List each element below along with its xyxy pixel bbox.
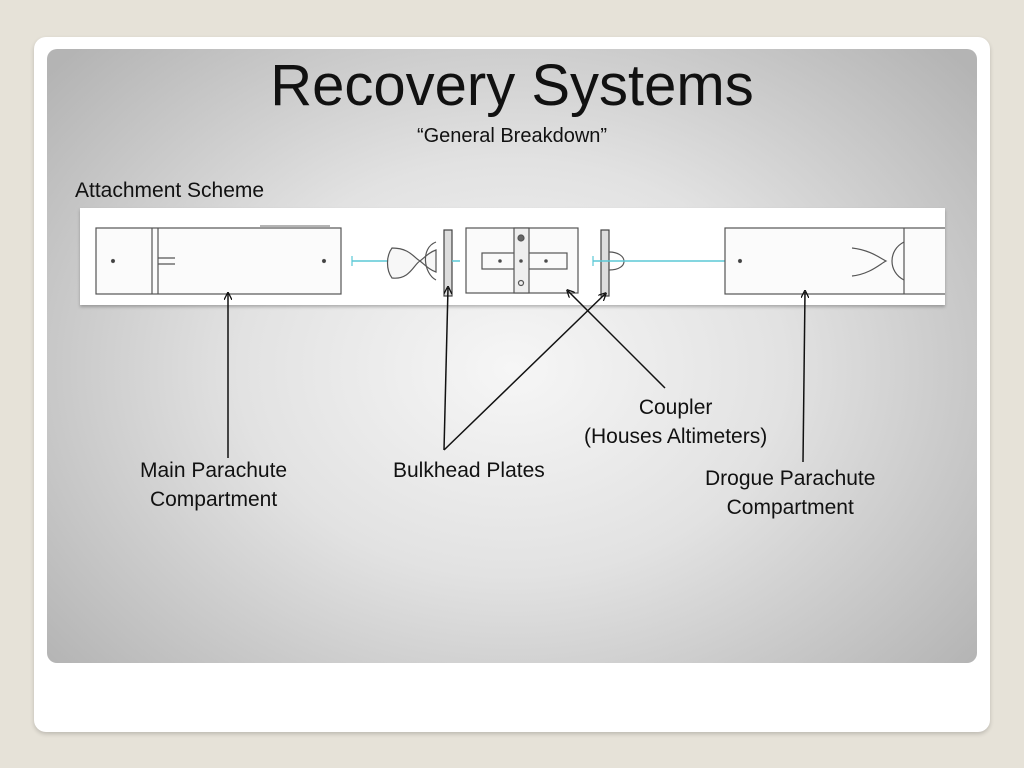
slide-subtitle: “General Breakdown” bbox=[416, 125, 608, 147]
eyebolt-left bbox=[386, 241, 437, 281]
label-coupler: Coupler (Houses Altimeters) bbox=[584, 396, 768, 448]
arrow-drogue-parachute bbox=[803, 292, 805, 463]
arrow-bulkhead-2 bbox=[443, 294, 605, 451]
slide-panel bbox=[47, 49, 977, 663]
coupler bbox=[465, 227, 579, 294]
section-label: Attachment Scheme bbox=[75, 179, 265, 202]
label-drogue-parachute: Drogue Parachute Compartment bbox=[705, 467, 876, 519]
main-parachute-compartment bbox=[95, 225, 342, 295]
arrow-bulkhead-1 bbox=[443, 288, 448, 451]
arrow-coupler bbox=[568, 291, 666, 389]
label-main-parachute: Main Parachute Compartment bbox=[140, 459, 288, 511]
label-bulkhead-plates: Bulkhead Plates bbox=[393, 459, 545, 482]
rocket-diagram bbox=[95, 225, 948, 297]
drogue-parachute-compartment bbox=[724, 227, 948, 295]
rocket-diagram-strip bbox=[80, 208, 948, 305]
slide-title: Recovery Systems bbox=[270, 53, 754, 118]
